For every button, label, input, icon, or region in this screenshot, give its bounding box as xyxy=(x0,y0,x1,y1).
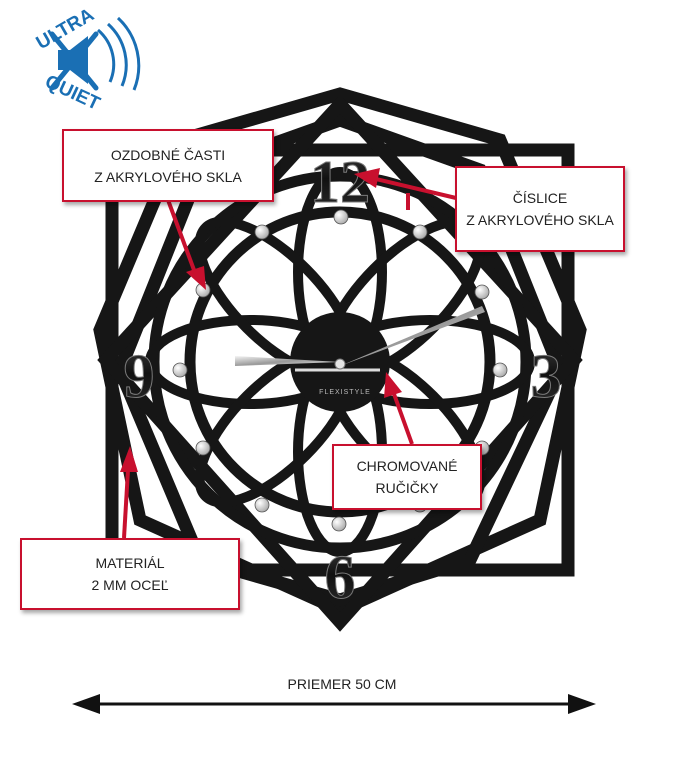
numeral-9: 9 xyxy=(124,343,155,411)
clock-brand: FLEXISTYLE xyxy=(319,389,371,396)
minute-hand xyxy=(340,306,485,366)
callout-hands-line1: CHROMOVANÉ xyxy=(356,458,458,474)
arrow-material xyxy=(120,446,138,539)
logo-word-quiet: QUIET xyxy=(42,71,104,115)
callout-material: MATERIÁL 2 MM OCEĽ xyxy=(20,538,240,610)
numeral-3: 3 xyxy=(531,343,562,411)
callout-decor-line2: Z AKRYLOVÉHO SKLA xyxy=(94,168,242,185)
hands-pivot xyxy=(334,358,346,370)
callout-numerals: ČÍSLICE Z AKRYLOVÉHO SKLA xyxy=(455,166,625,252)
arrow-decor xyxy=(166,199,206,290)
callout-decor-line1: OZDOBNÉ ČASTI xyxy=(110,146,226,163)
callout-numerals-line2: Z AKRYLOVÉHO SKLA xyxy=(466,212,614,228)
dimension-label: PRIEMER 50 CM xyxy=(287,676,397,692)
wall-clock: 12 3 6 9 FLEXISTYLE xyxy=(93,87,587,632)
numeral-6: 6 xyxy=(325,544,356,612)
arrow-numerals xyxy=(354,168,457,210)
clock-hands xyxy=(235,306,485,372)
callout-arrows xyxy=(120,168,457,539)
callout-hands-line2: RUČIČKY xyxy=(375,480,439,496)
callout-decor: OZDOBNÉ ČASTI Z AKRYLOVÉHO SKLA xyxy=(62,129,274,202)
numeral-12: 12 xyxy=(310,149,370,215)
callout-material-line2: 2 MM OCEĽ xyxy=(91,577,169,593)
arrow-hands xyxy=(384,372,414,445)
callout-hands: CHROMOVANÉ RUČIČKY xyxy=(332,444,482,510)
hour-hand xyxy=(235,356,340,366)
callout-numerals-line1: ČÍSLICE xyxy=(512,190,568,206)
callout-material-line1: MATERIÁL xyxy=(95,555,165,571)
dimension-arrow xyxy=(72,694,596,714)
ultra-quiet-logo: ULTRA QUIET xyxy=(33,4,141,115)
mute-cross-icon xyxy=(49,31,99,91)
